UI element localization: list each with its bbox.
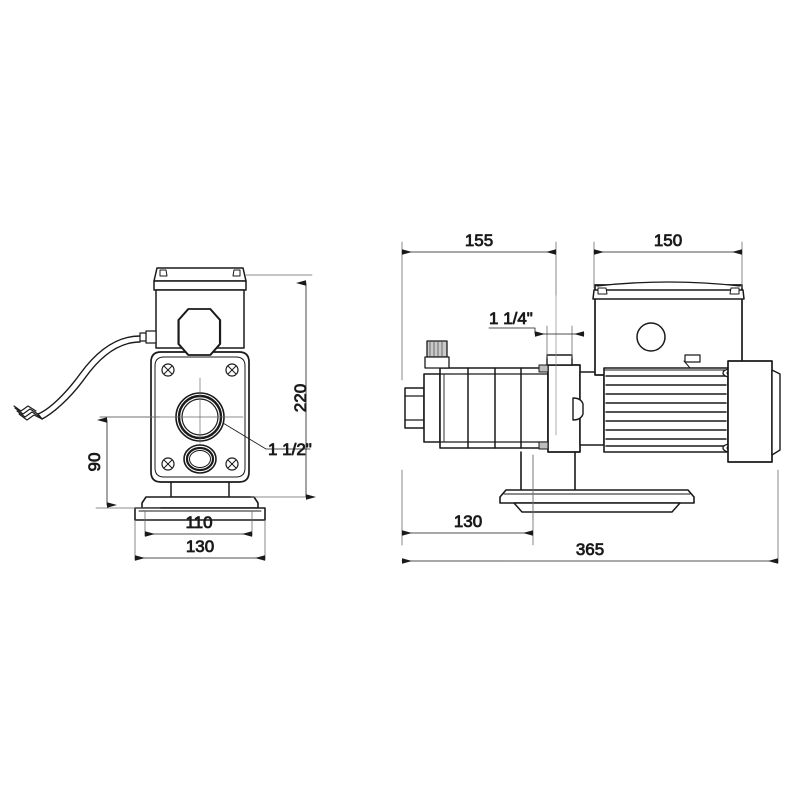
stack-vent-plug	[424, 340, 450, 369]
dim-label-365: 365	[576, 540, 604, 559]
pump-stage-stack	[439, 367, 549, 449]
power-cable	[13, 335, 141, 421]
right-view-group	[404, 281, 781, 521]
dim-label-suction-thread: 1 1/4"	[489, 309, 533, 328]
dim-label-110: 110	[185, 513, 212, 532]
motor-finned-body	[603, 367, 729, 453]
left-view-group	[13, 267, 266, 521]
terminal-box-lid	[153, 267, 247, 291]
left-view-dimensions: 220 90 110 130 1 1/2"	[85, 274, 316, 561]
dim-label-130-right: 130	[454, 512, 482, 531]
dim-label-discharge-thread: 1 1/2"	[268, 440, 312, 459]
motor-fan-cover	[727, 360, 781, 463]
leader-line-suction	[488, 327, 536, 335]
leader-line-discharge	[222, 422, 311, 450]
conduit-entry	[683, 354, 701, 369]
dim-label-130-left: 130	[186, 537, 214, 556]
suction-pipe-stub	[404, 387, 425, 429]
motor-terminal-box-side	[592, 281, 745, 376]
housing-screws	[161, 363, 239, 471]
base-plate-front	[134, 496, 266, 521]
cable-gland	[139, 330, 157, 344]
suction-flange	[423, 373, 441, 443]
dim-label-220: 220	[291, 384, 310, 412]
pedestal-neck	[170, 481, 230, 498]
dim-label-155: 155	[465, 231, 493, 250]
dim-label-150: 150	[654, 231, 682, 250]
right-view-dimensions: 155 150 1 1/4" 130 365	[401, 231, 779, 564]
dim-label-90: 90	[85, 453, 104, 472]
drain-port	[183, 444, 217, 474]
base-plate-side	[499, 451, 695, 513]
